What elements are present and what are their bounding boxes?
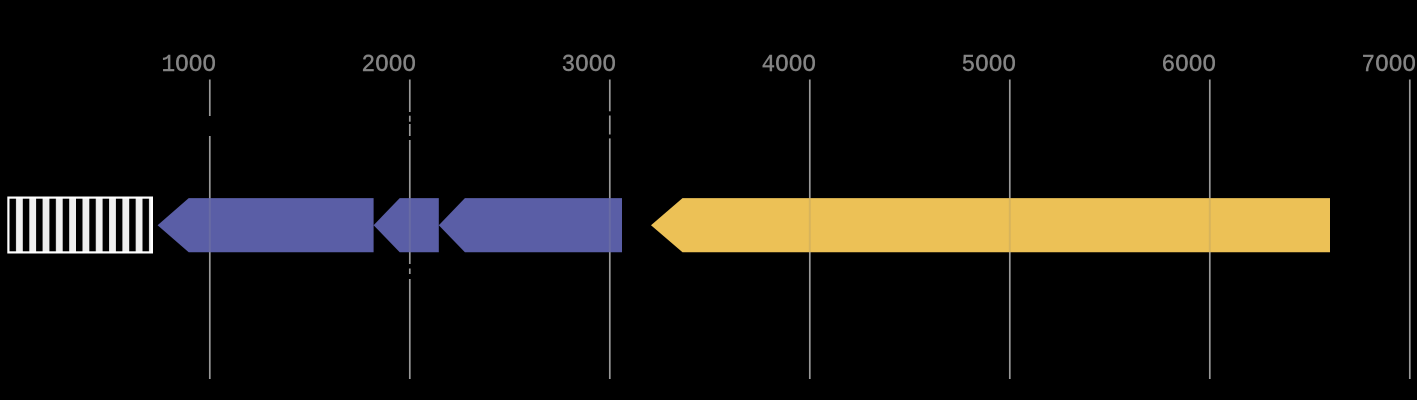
svg-text:6OOO: 6OOO [1161, 53, 1216, 80]
svg-text:5OOO: 5OOO [961, 53, 1016, 80]
svg-text:2OOO: 2OOO [361, 53, 416, 80]
svg-text:3OOO: 3OOO [561, 53, 616, 80]
svg-text:1OOO: 1OOO [161, 53, 216, 80]
svg-text:7OOO: 7OOO [1361, 53, 1416, 80]
svg-text:4OOO: 4OOO [761, 53, 816, 80]
